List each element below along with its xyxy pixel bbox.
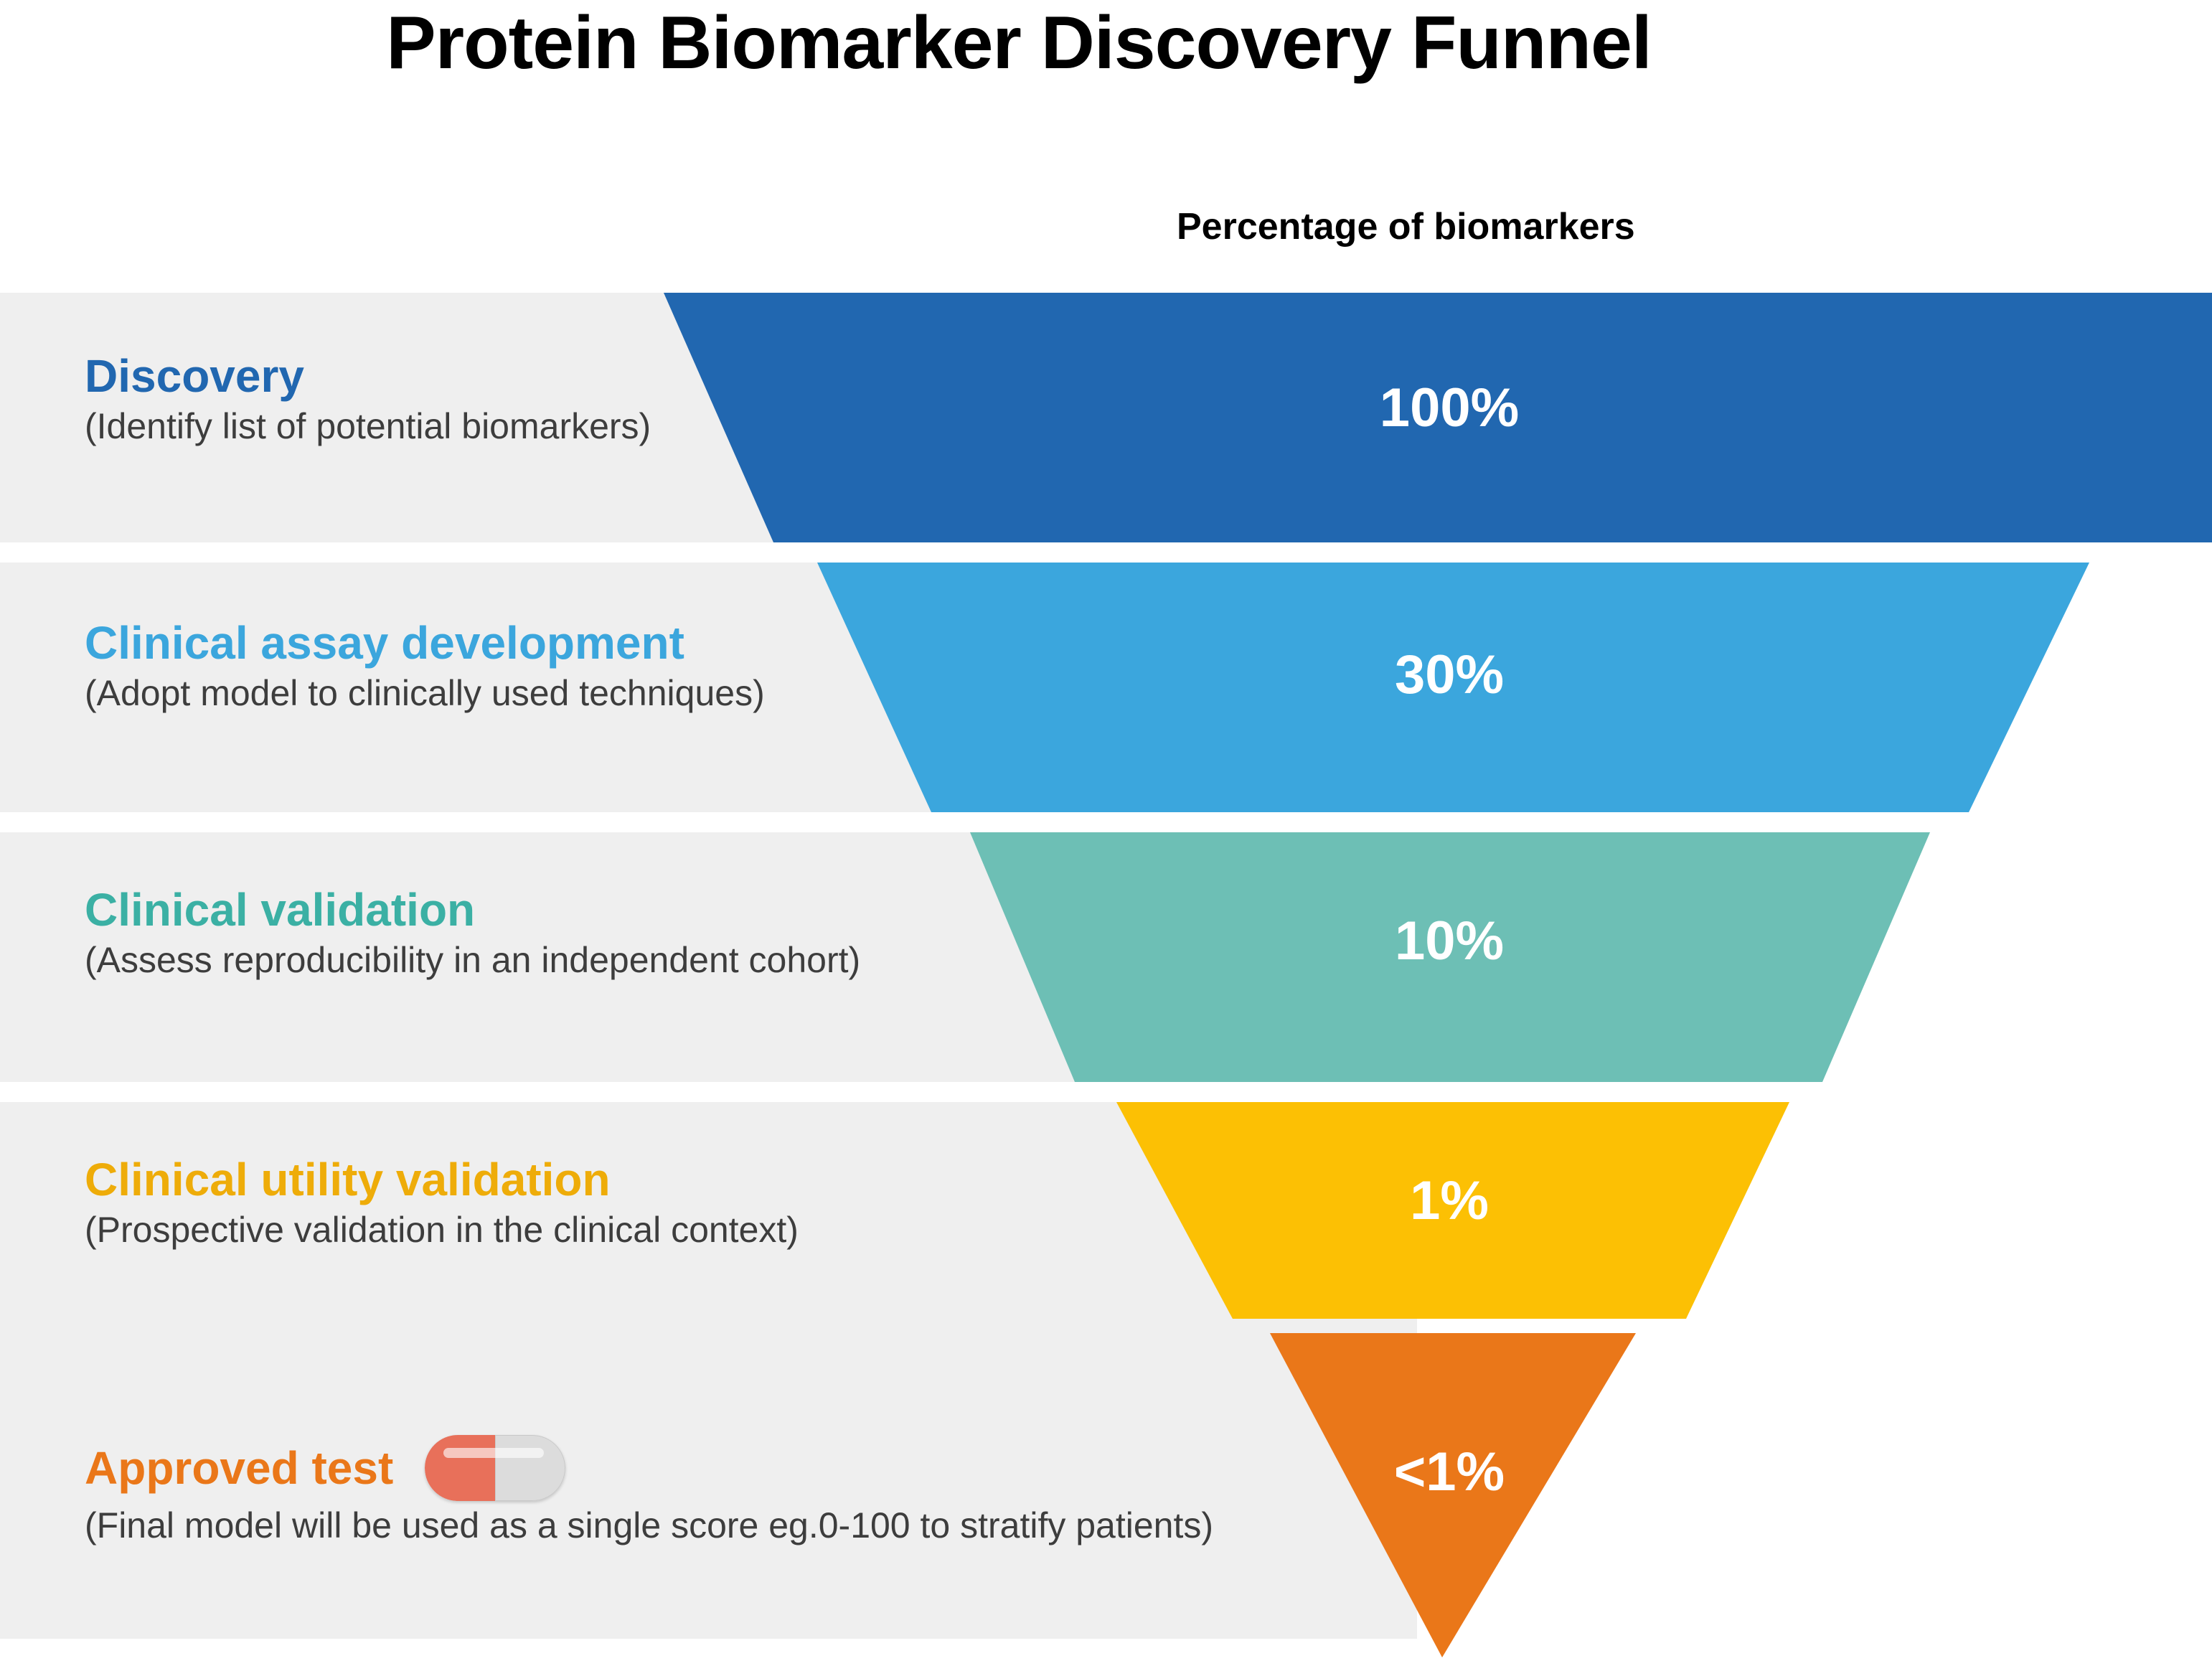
- stage-description-4: (Prospective validation in the clinical …: [85, 1210, 799, 1250]
- stage-description-3: (Assess reproducibility in an independen…: [85, 940, 861, 980]
- stage-label-4: Clinical utility validation (Prospective…: [85, 1154, 799, 1253]
- funnel-segment-1[interactable]: [664, 293, 2212, 542]
- stage-label-3: Clinical validation (Assess reproducibil…: [85, 884, 860, 983]
- stage-value-5: <1%: [1393, 1441, 1505, 1502]
- stage-description-5: (Final model will be used as a single sc…: [85, 1505, 1213, 1545]
- funnel-segment-5[interactable]: [1270, 1333, 1636, 1657]
- stage-value-1: 100%: [1379, 377, 1520, 438]
- stage-label-1: Discovery (Identify list of potential bi…: [85, 350, 651, 449]
- axis-label: Percentage of biomarkers: [1177, 206, 1635, 248]
- stage-value-2: 30%: [1394, 644, 1505, 705]
- page-title: Protein Biomarker Discovery Funnel: [386, 1, 1652, 85]
- stage-title-5: Approved test: [85, 1442, 394, 1494]
- funnel-segment-4[interactable]: [1116, 1102, 1789, 1319]
- stage-title-3: Clinical validation: [85, 884, 476, 936]
- stage-description-2: (Adopt model to clinically used techniqu…: [85, 673, 765, 713]
- stage-title-2: Clinical assay development: [85, 617, 684, 669]
- pill-icon: [425, 1435, 566, 1501]
- stage-description-1: (Identify list of potential biomarkers): [85, 406, 651, 446]
- stage-title-1: Discovery: [85, 350, 304, 402]
- pill-left-half: [425, 1435, 496, 1501]
- funnel-segment-2[interactable]: [817, 563, 2089, 812]
- pill-highlight: [443, 1448, 545, 1458]
- stage-value-4: 1%: [1410, 1170, 1489, 1231]
- stage-title-4: Clinical utility validation: [85, 1154, 611, 1205]
- stage-label-2: Clinical assay development (Adopt model …: [85, 617, 765, 716]
- funnel-segment-3[interactable]: [970, 832, 1930, 1082]
- stage-value-3: 10%: [1394, 911, 1505, 971]
- stage-label-5: Approved test (Final model will be used …: [85, 1435, 1213, 1548]
- band-background-5: [0, 1333, 1417, 1639]
- pill-right-half: [495, 1435, 566, 1501]
